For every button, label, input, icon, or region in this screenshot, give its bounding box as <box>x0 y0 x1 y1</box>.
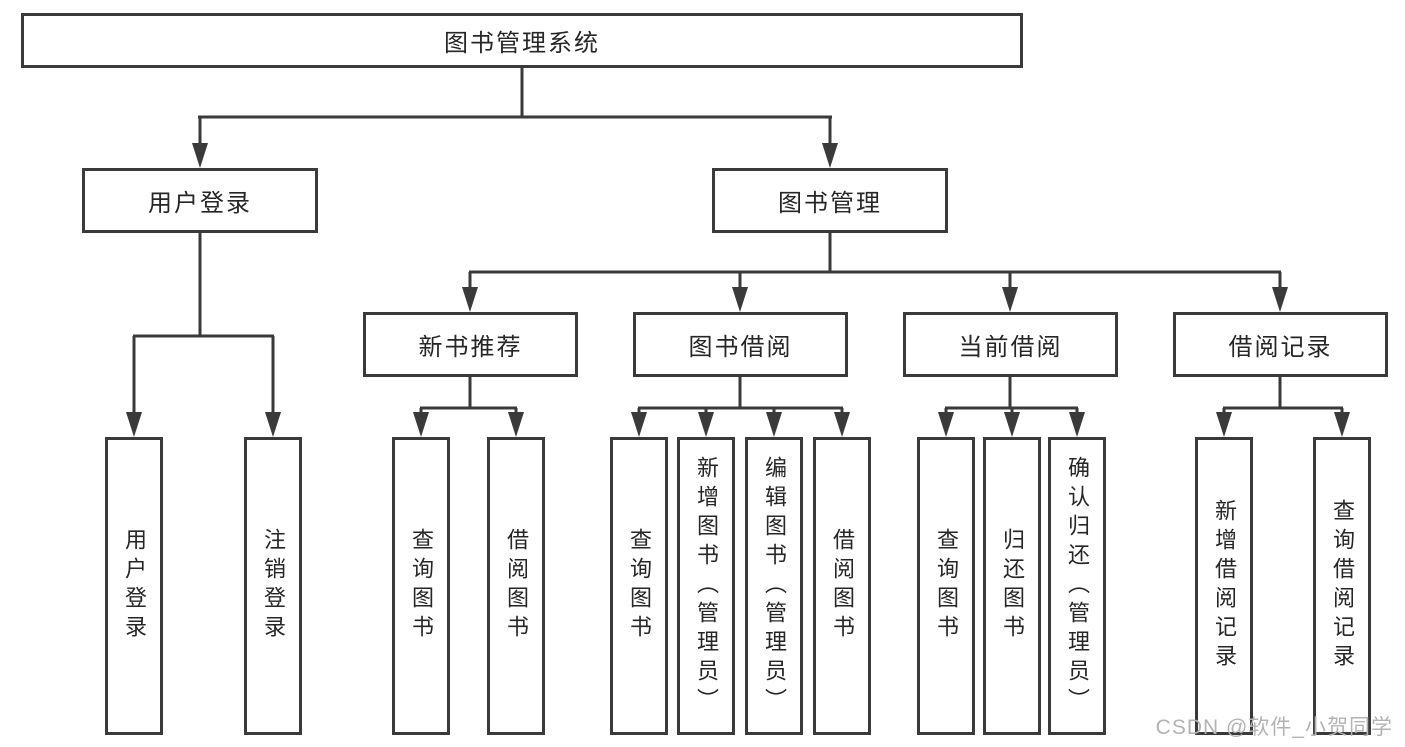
node-label: 新增图书（管理员） <box>694 455 719 717</box>
leaf-confirm-return-admin: 确认归还（管理员） <box>1048 437 1106 735</box>
node-label: 借阅图书 <box>504 528 529 644</box>
node-current-borrow: 当前借阅 <box>903 312 1118 377</box>
csdn-watermark: CSDN @软件_小贺同学 <box>1155 716 1393 739</box>
node-label: 用户登录 <box>122 528 147 644</box>
node-label: 借阅图书 <box>830 528 855 644</box>
node-new-book-recommend: 新书推荐 <box>363 312 578 377</box>
node-user-login: 用户登录 <box>82 168 318 233</box>
node-book-management: 图书管理 <box>712 168 948 233</box>
node-book-borrow: 图书借阅 <box>633 312 848 377</box>
leaf-logout-login: 注销登录 <box>244 437 302 735</box>
node-root-system: 图书管理系统 <box>21 13 1023 68</box>
node-label: 归还图书 <box>1000 528 1025 644</box>
node-label: 当前借阅 <box>958 334 1063 361</box>
node-label: 新增借阅记录 <box>1212 499 1237 673</box>
node-borrow-records: 借阅记录 <box>1173 312 1388 377</box>
node-label: 用户登录 <box>148 190 252 217</box>
leaf-query-books: 查询图书 <box>610 437 668 735</box>
leaf-add-borrow-record: 新增借阅记录 <box>1195 437 1253 735</box>
node-label: 查询借阅记录 <box>1330 499 1355 673</box>
node-label: 查询图书 <box>934 528 959 644</box>
leaf-query-borrow-record: 查询借阅记录 <box>1313 437 1371 735</box>
leaf-edit-book-admin: 编辑图书（管理员） <box>745 437 803 735</box>
node-label: 借阅记录 <box>1228 334 1333 361</box>
node-label: 查询图书 <box>409 528 434 644</box>
node-label: 图书管理系统 <box>444 30 600 57</box>
leaf-return-books: 归还图书 <box>983 437 1041 735</box>
leaf-user-login: 用户登录 <box>105 437 163 735</box>
node-label: 新书推荐 <box>418 334 523 361</box>
leaf-borrow-books: 借阅图书 <box>813 437 871 735</box>
leaf-add-book-admin: 新增图书（管理员） <box>677 437 735 735</box>
leaf-query-books: 查询图书 <box>392 437 450 735</box>
node-label: 编辑图书（管理员） <box>762 455 787 717</box>
node-label: 确认归还（管理员） <box>1065 455 1090 717</box>
node-label: 查询图书 <box>627 528 652 644</box>
node-label: 注销登录 <box>261 528 286 644</box>
leaf-query-books: 查询图书 <box>917 437 975 735</box>
node-label: 图书借阅 <box>688 334 793 361</box>
leaf-borrow-books: 借阅图书 <box>487 437 545 735</box>
node-label: 图书管理 <box>778 190 882 217</box>
